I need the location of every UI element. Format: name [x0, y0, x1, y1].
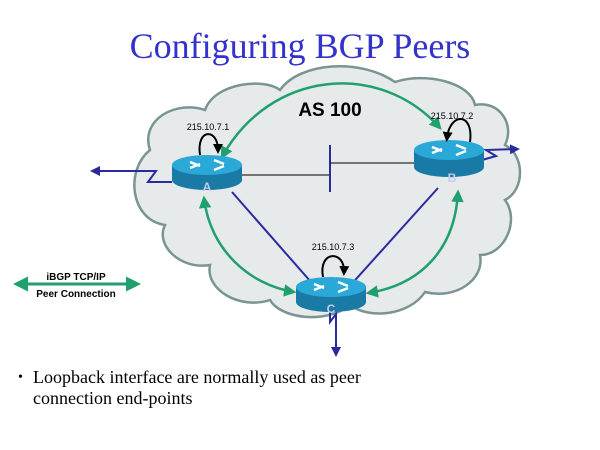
as-label: AS 100 [298, 100, 361, 121]
loopback-icons [198, 118, 472, 278]
legend-line2: Peer Connection [36, 289, 115, 300]
router-b-label: B [448, 171, 457, 185]
legend-line1: iBGP TCP/IP [46, 272, 106, 283]
router-a-label: A [203, 180, 212, 194]
bullet-marker: • [18, 370, 23, 385]
slide-title: Configuring BGP Peers [129, 26, 471, 66]
loopback-a-label: 215.10.7.1 [187, 122, 230, 132]
ibgp-peer-links [198, 82, 464, 298]
loopback-c-label: 215.10.7.3 [312, 242, 355, 252]
legend: iBGP TCP/IP Peer Connection [12, 272, 141, 300]
router-b[interactable]: B [414, 140, 484, 185]
loopback-b-label: 215.10.7.2 [431, 111, 474, 121]
router-c[interactable]: C [296, 277, 366, 316]
bullet-point: • Loopback interface are normally used a… [18, 367, 438, 409]
bullet-text: Loopback interface are normally used as … [33, 367, 361, 408]
router-c-label: C [327, 302, 336, 316]
router-a[interactable]: A [172, 155, 242, 194]
